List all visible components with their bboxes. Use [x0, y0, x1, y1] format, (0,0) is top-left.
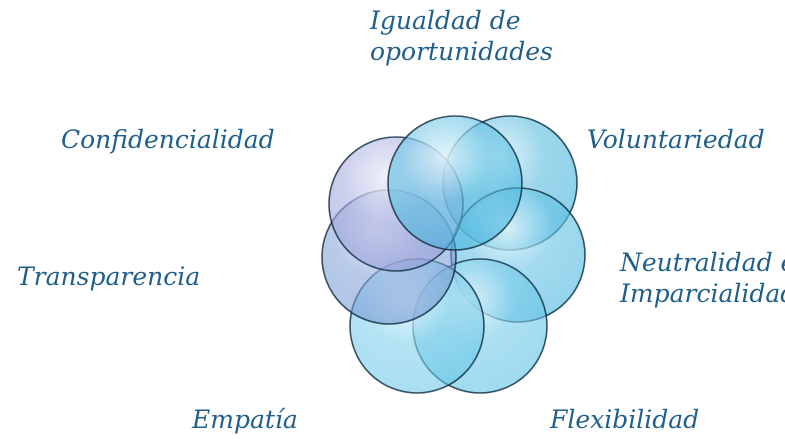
label-igualdad-line-2: oportunidades [370, 37, 553, 66]
label-neutralidad-line-1: Neutralidad e [620, 248, 785, 277]
label-flexibilidad: Flexibilidad [550, 405, 700, 434]
circle-igualdad [387, 115, 523, 251]
label-neutralidad-line-2: Imparcialidad [620, 279, 785, 308]
circle-igualdad-outline [387, 115, 523, 251]
circle-igualdad-gloss [388, 116, 522, 250]
label-confidencialidad: Confidencialidad [61, 125, 275, 154]
label-igualdad-line-1: Igualdad de [370, 6, 521, 35]
label-igualdad-de-oportunidades: Igualdad de oportunidades [370, 5, 553, 67]
circles-group [321, 115, 586, 394]
label-transparencia: Transparencia [17, 262, 201, 291]
label-empatia: Empatía [192, 405, 298, 434]
label-voluntariedad: Voluntariedad [587, 125, 765, 154]
label-neutralidad-e-imparcialidad: Neutralidad e Imparcialidad [620, 247, 785, 309]
